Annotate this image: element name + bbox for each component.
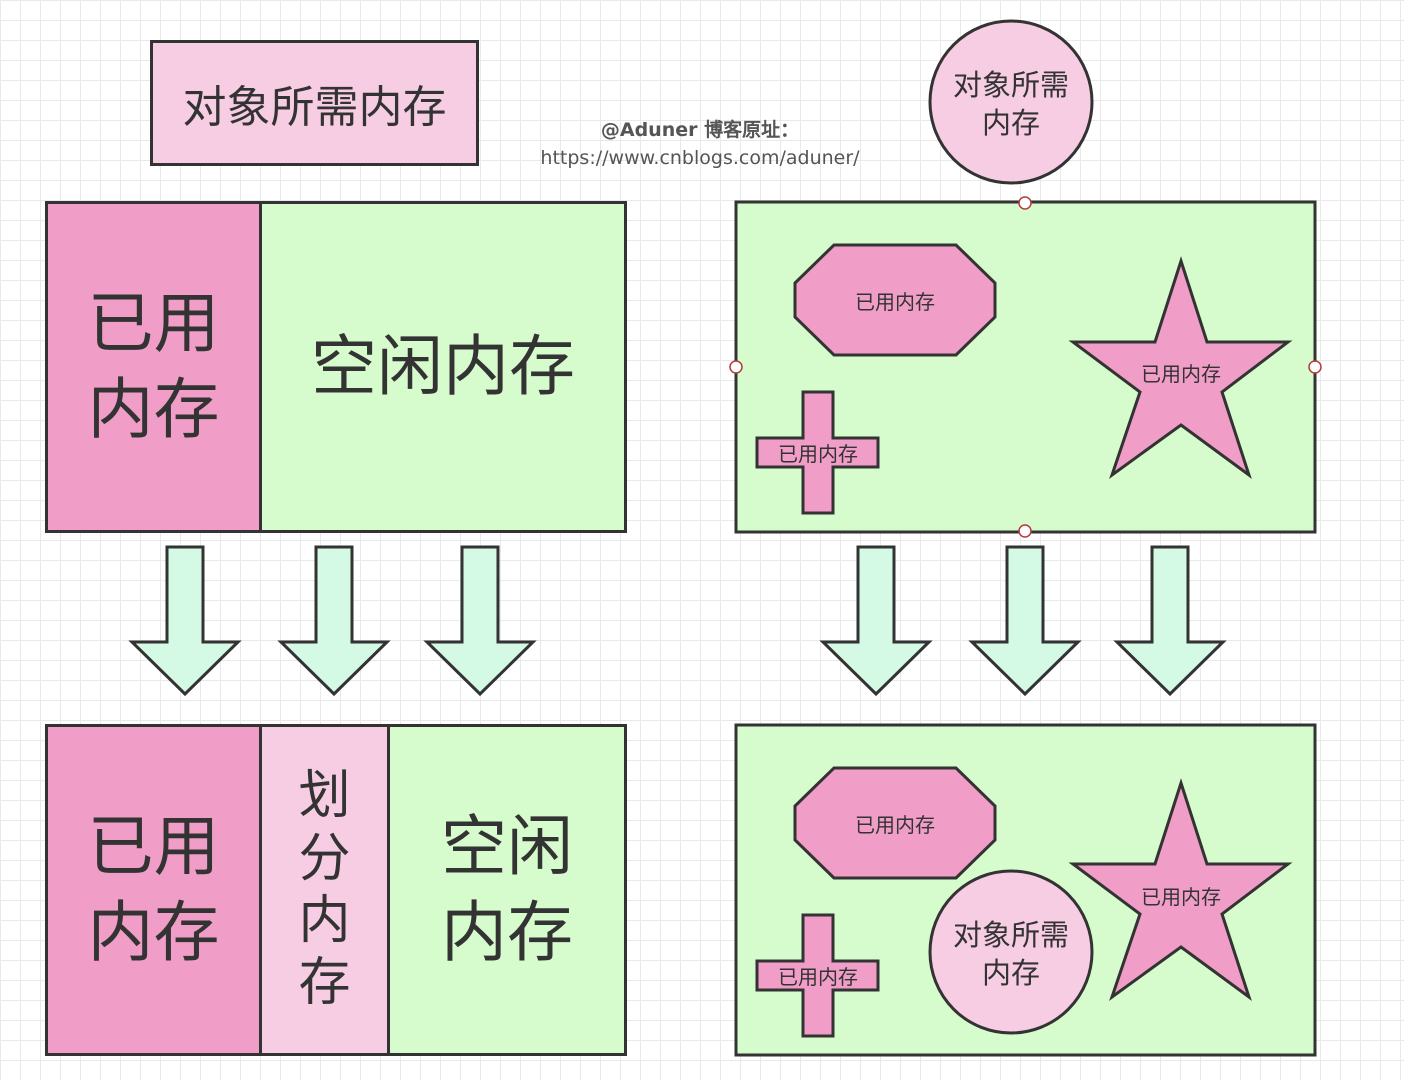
down-arrow-icon	[425, 545, 535, 696]
object-size-label: 对象所需内存	[182, 82, 447, 133]
used-memory-label-line1: 已用	[87, 808, 220, 886]
free-memory-region: 空闲内存	[262, 204, 624, 530]
octagon-label: 已用内存	[855, 813, 935, 837]
circle-label-line1: 对象所需	[953, 918, 1069, 952]
object-size-circle: 对象所需 内存	[928, 19, 1094, 185]
used-star: 已用内存	[1068, 778, 1293, 1001]
free-memory-label-line2: 内存	[441, 894, 573, 971]
watermark: @Aduner 博客原址： https://www.cnblogs.com/ad…	[490, 116, 910, 172]
used-cross: 已用内存	[755, 913, 880, 1038]
free-memory-label: 空闲内存	[311, 328, 575, 406]
circle-label-line2: 内存	[982, 956, 1040, 990]
used-memory-label-line1: 已用	[87, 285, 220, 363]
resize-handle-right[interactable]	[1308, 360, 1322, 374]
watermark-author: @Aduner 博客原址：	[600, 119, 800, 141]
used-cross: 已用内存	[755, 390, 880, 515]
used-memory-region: 已用 内存	[48, 204, 262, 530]
down-arrow-icon	[821, 545, 931, 696]
used-octagon: 已用内存	[793, 766, 997, 880]
memory-after-block: 已用 内存 划 分 内 存 空闲 内存	[45, 724, 627, 1056]
free-memory-label-line1: 空闲	[441, 808, 573, 886]
allocated-char-4: 存	[298, 953, 351, 1014]
memory-before-panel: 已用内存 已用内存 已用内存	[729, 196, 1322, 538]
down-arrow-icon	[130, 545, 240, 696]
used-memory-region: 已用 内存	[48, 727, 262, 1053]
used-star: 已用内存	[1068, 256, 1293, 479]
down-arrow-icon	[1115, 545, 1225, 696]
resize-handle-left[interactable]	[729, 360, 743, 374]
object-size-box: 对象所需内存	[150, 40, 479, 166]
used-memory-label-line2: 内存	[87, 371, 220, 448]
allocated-object-circle: 对象所需 内存	[928, 869, 1094, 1035]
allocated-char-3: 内	[298, 891, 351, 951]
watermark-url: https://www.cnblogs.com/aduner/	[540, 147, 860, 169]
resize-handle-top[interactable]	[1018, 196, 1032, 210]
star-label: 已用内存	[1141, 885, 1221, 909]
allocated-memory-region: 划 分 内 存	[262, 727, 390, 1053]
cross-label: 已用内存	[778, 442, 858, 466]
memory-after-panel: 已用内存 已用内存 已用内存 对象所需 内存	[734, 723, 1317, 1057]
allocated-char-1: 划	[298, 766, 351, 827]
octagon-label: 已用内存	[855, 290, 935, 314]
memory-before-block: 已用 内存 空闲内存	[45, 201, 627, 533]
down-arrow-icon	[279, 545, 389, 696]
star-label: 已用内存	[1141, 362, 1221, 386]
used-memory-label-line2: 内存	[87, 894, 220, 971]
down-arrow-icon	[970, 545, 1080, 696]
circle-label-line2: 内存	[982, 106, 1040, 140]
used-octagon: 已用内存	[793, 243, 997, 357]
resize-handle-bottom[interactable]	[1018, 524, 1032, 538]
allocated-char-2: 分	[298, 828, 351, 889]
cross-label: 已用内存	[778, 965, 858, 989]
free-memory-region: 空闲 内存	[390, 727, 624, 1053]
circle-label-line1: 对象所需	[953, 68, 1069, 102]
